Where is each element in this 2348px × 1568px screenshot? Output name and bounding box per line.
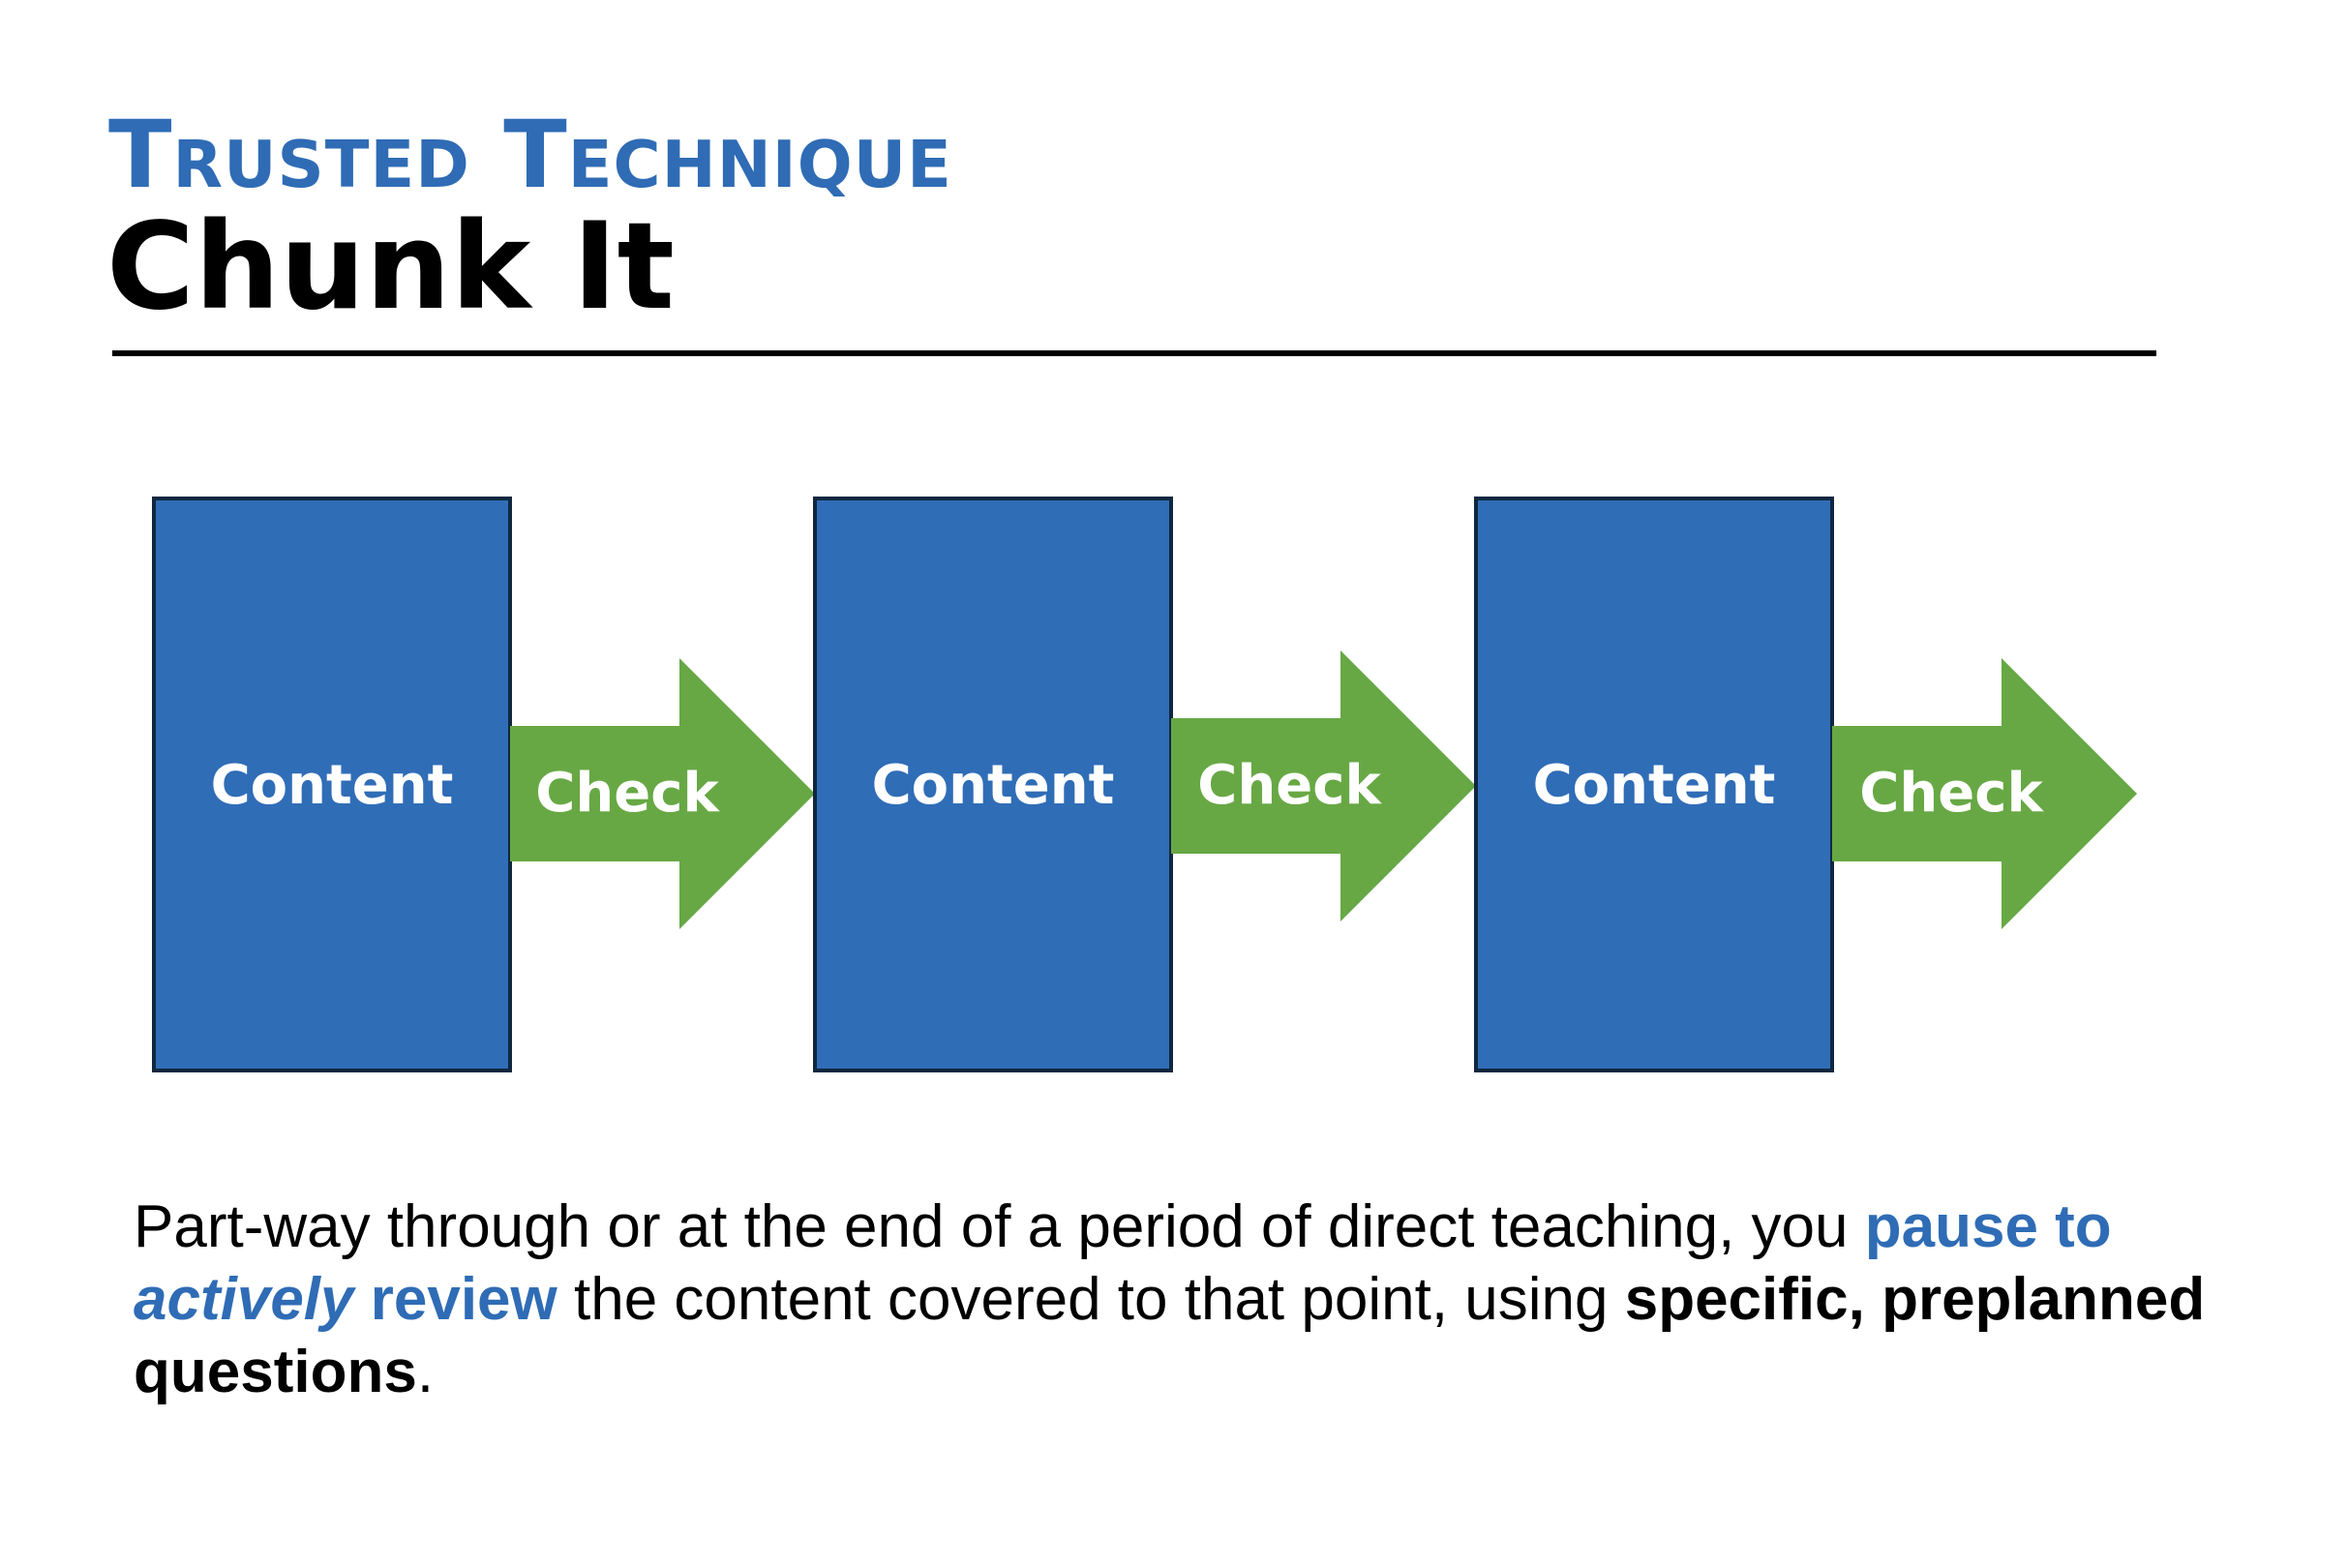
content-label-2: Content — [872, 754, 1115, 817]
check-label-3: Check — [1859, 762, 2044, 825]
technique-eyebrow: Trusted Technique — [108, 101, 952, 209]
check-arrow-3 — [1832, 658, 2137, 929]
highlight-review: review — [353, 1266, 557, 1333]
highlight-pause: pause to — [1864, 1193, 2112, 1260]
title-divider — [112, 350, 2156, 356]
check-arrow-1 — [510, 658, 815, 929]
content-label-3: Content — [1533, 754, 1776, 817]
description-end: . — [416, 1339, 435, 1405]
page-title: Chunk It — [106, 197, 675, 337]
technique-description: Part-way through or at the end of a peri… — [134, 1191, 2243, 1408]
highlight-actively: actively — [134, 1266, 354, 1333]
content-box-1 — [152, 497, 512, 1072]
check-arrow-2 — [1171, 650, 1476, 921]
description-part-2: the content covered to that point, using — [557, 1266, 1625, 1333]
content-box-3 — [1474, 497, 1834, 1072]
content-label-1: Content — [211, 754, 454, 817]
check-label-2: Check — [1197, 754, 1382, 817]
check-label-1: Check — [535, 762, 720, 825]
description-part-1: Part-way through or at the end of a peri… — [134, 1193, 1865, 1260]
highlight-questions: specific, preplanned questions — [134, 1266, 2206, 1405]
